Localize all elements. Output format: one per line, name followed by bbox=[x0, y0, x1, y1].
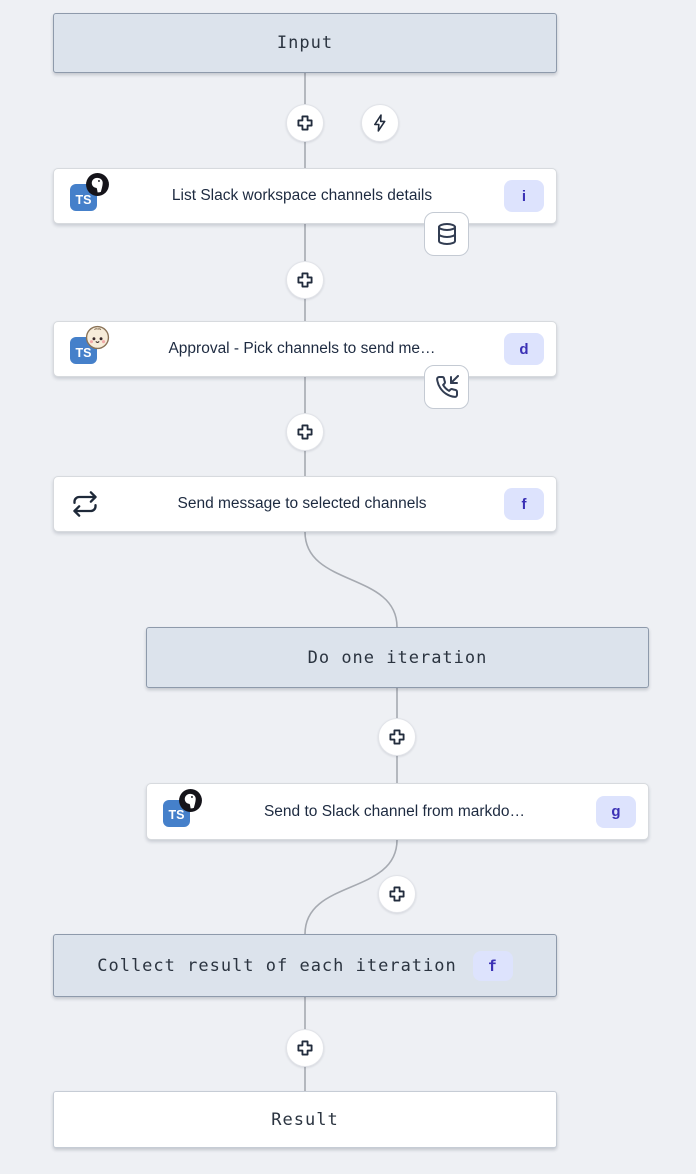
node-input-label: Input bbox=[276, 33, 334, 53]
step-id-badge: f bbox=[504, 488, 544, 520]
add-step-button[interactable] bbox=[286, 1029, 324, 1067]
deno-icon bbox=[179, 788, 202, 812]
plus-icon bbox=[297, 1040, 313, 1056]
add-step-button[interactable] bbox=[286, 261, 324, 299]
node-result[interactable]: Result bbox=[53, 1091, 557, 1148]
repeat-icon bbox=[73, 491, 97, 517]
node-do-one-iteration-label: Do one iteration bbox=[307, 647, 488, 668]
phone-incoming-icon bbox=[435, 375, 459, 398]
database-icon bbox=[437, 223, 456, 245]
node-collect-result-label: Collect result of each iteration bbox=[97, 955, 457, 976]
node-forloop-send-message[interactable]: Send message to selected channels f bbox=[53, 476, 557, 532]
node-collect-result[interactable]: Collect result of each iteration f bbox=[53, 934, 557, 997]
add-step-button[interactable] bbox=[378, 875, 416, 913]
add-trigger-button[interactable] bbox=[361, 104, 399, 142]
database-badge[interactable] bbox=[424, 212, 469, 256]
plus-icon bbox=[297, 272, 313, 288]
node-input[interactable]: Input bbox=[53, 13, 557, 73]
plus-icon bbox=[389, 729, 405, 745]
step-label: Approval - Pick channels to send me… bbox=[168, 340, 436, 357]
node-do-one-iteration[interactable]: Do one iteration bbox=[146, 627, 649, 688]
deno-icon bbox=[86, 173, 109, 196]
step-id-badge: f bbox=[472, 950, 513, 981]
node-send-to-slack-markdown[interactable]: TS Send to Slack channel from markdo… g bbox=[146, 783, 649, 840]
plus-icon bbox=[389, 886, 405, 902]
step-id-badge: g bbox=[596, 795, 636, 828]
add-step-button[interactable] bbox=[286, 413, 324, 451]
add-step-button[interactable] bbox=[286, 104, 324, 142]
step-label: List Slack workspace channels details bbox=[171, 187, 433, 204]
step-label: Send message to selected channels bbox=[177, 495, 427, 512]
plus-icon bbox=[297, 424, 313, 440]
phone-incoming-badge[interactable] bbox=[424, 365, 469, 409]
step-id-badge: d bbox=[504, 333, 544, 365]
step-id-badge: i bbox=[504, 180, 544, 212]
node-result-label: Result bbox=[271, 1109, 339, 1130]
plus-icon bbox=[297, 115, 313, 131]
node-approval-pick-channels[interactable]: TS Approval - Pick channels to send me… … bbox=[53, 321, 557, 377]
step-label: Send to Slack channel from markdo… bbox=[263, 802, 526, 820]
zap-icon bbox=[374, 114, 386, 132]
node-list-slack-channels[interactable]: TS List Slack workspace channels details… bbox=[53, 168, 557, 224]
bun-icon bbox=[85, 325, 110, 350]
add-step-button[interactable] bbox=[378, 718, 416, 756]
